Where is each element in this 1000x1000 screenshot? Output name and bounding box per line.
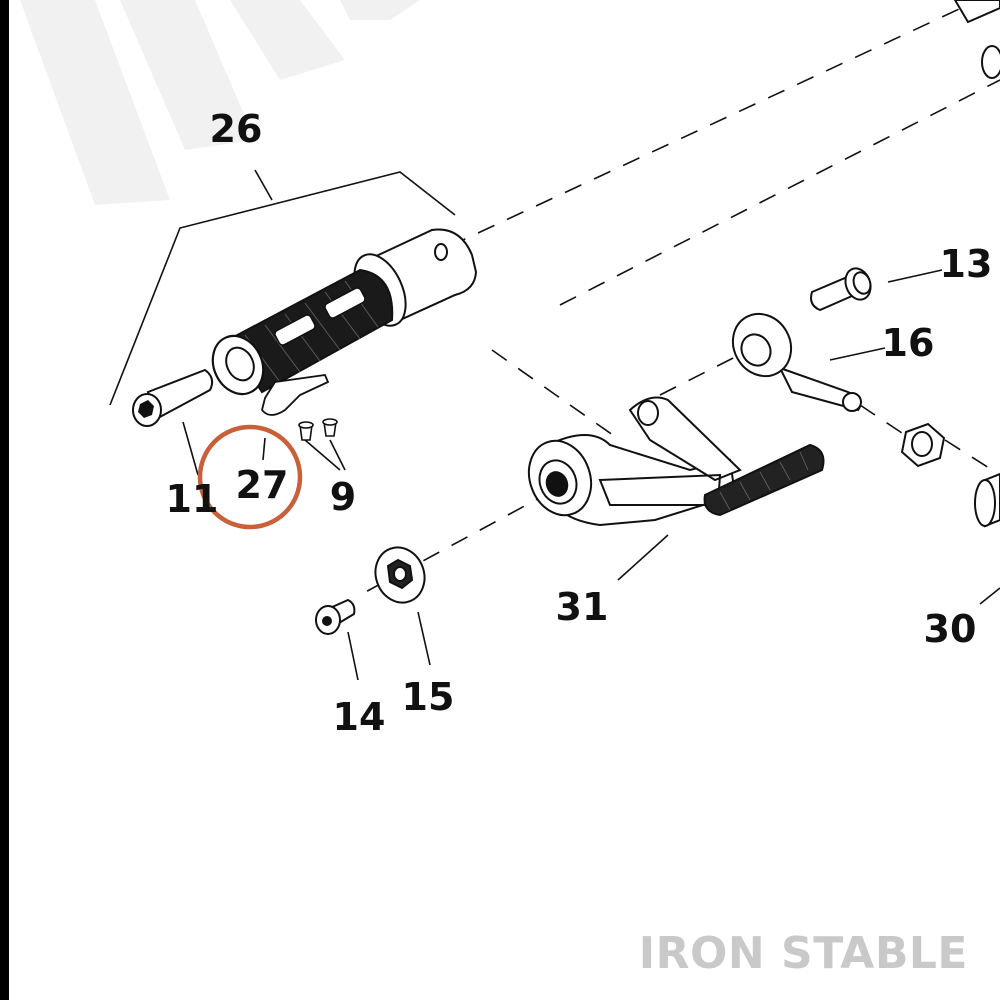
callout-16: 16 [882,321,935,365]
top-right-parts [953,0,1000,79]
part-31-brake-lever [527,396,825,527]
part-26-footpeg [211,228,478,396]
part-9-screws [298,418,338,441]
callout-11: 11 [166,477,219,521]
part-13-bolt [810,267,872,312]
callout-15: 15 [402,675,455,719]
part-16-rod-end [731,312,862,412]
callout-27: 27 [236,463,289,507]
left-edge-bar [0,0,9,1000]
part-30-cylinder [974,472,1000,528]
part-27-plate [261,374,330,416]
callout-14: 14 [333,695,386,739]
callout-31: 31 [556,585,609,629]
part-nut [900,422,946,468]
part-15-washer [374,546,426,604]
highlight-circle-27 [197,424,303,530]
background-stripes [20,0,420,205]
part-14-screw [315,598,356,635]
leader-lines [109,169,1000,681]
part-11-socket-bolt [132,368,214,427]
callout-13: 13 [940,242,993,286]
callout-labels: 26 13 16 11 27 9 31 30 14 15 [166,107,993,739]
callout-26: 26 [210,107,263,151]
callout-30: 30 [924,607,977,651]
watermark: IRON STABLE [639,928,968,979]
callout-9: 9 [330,475,356,519]
